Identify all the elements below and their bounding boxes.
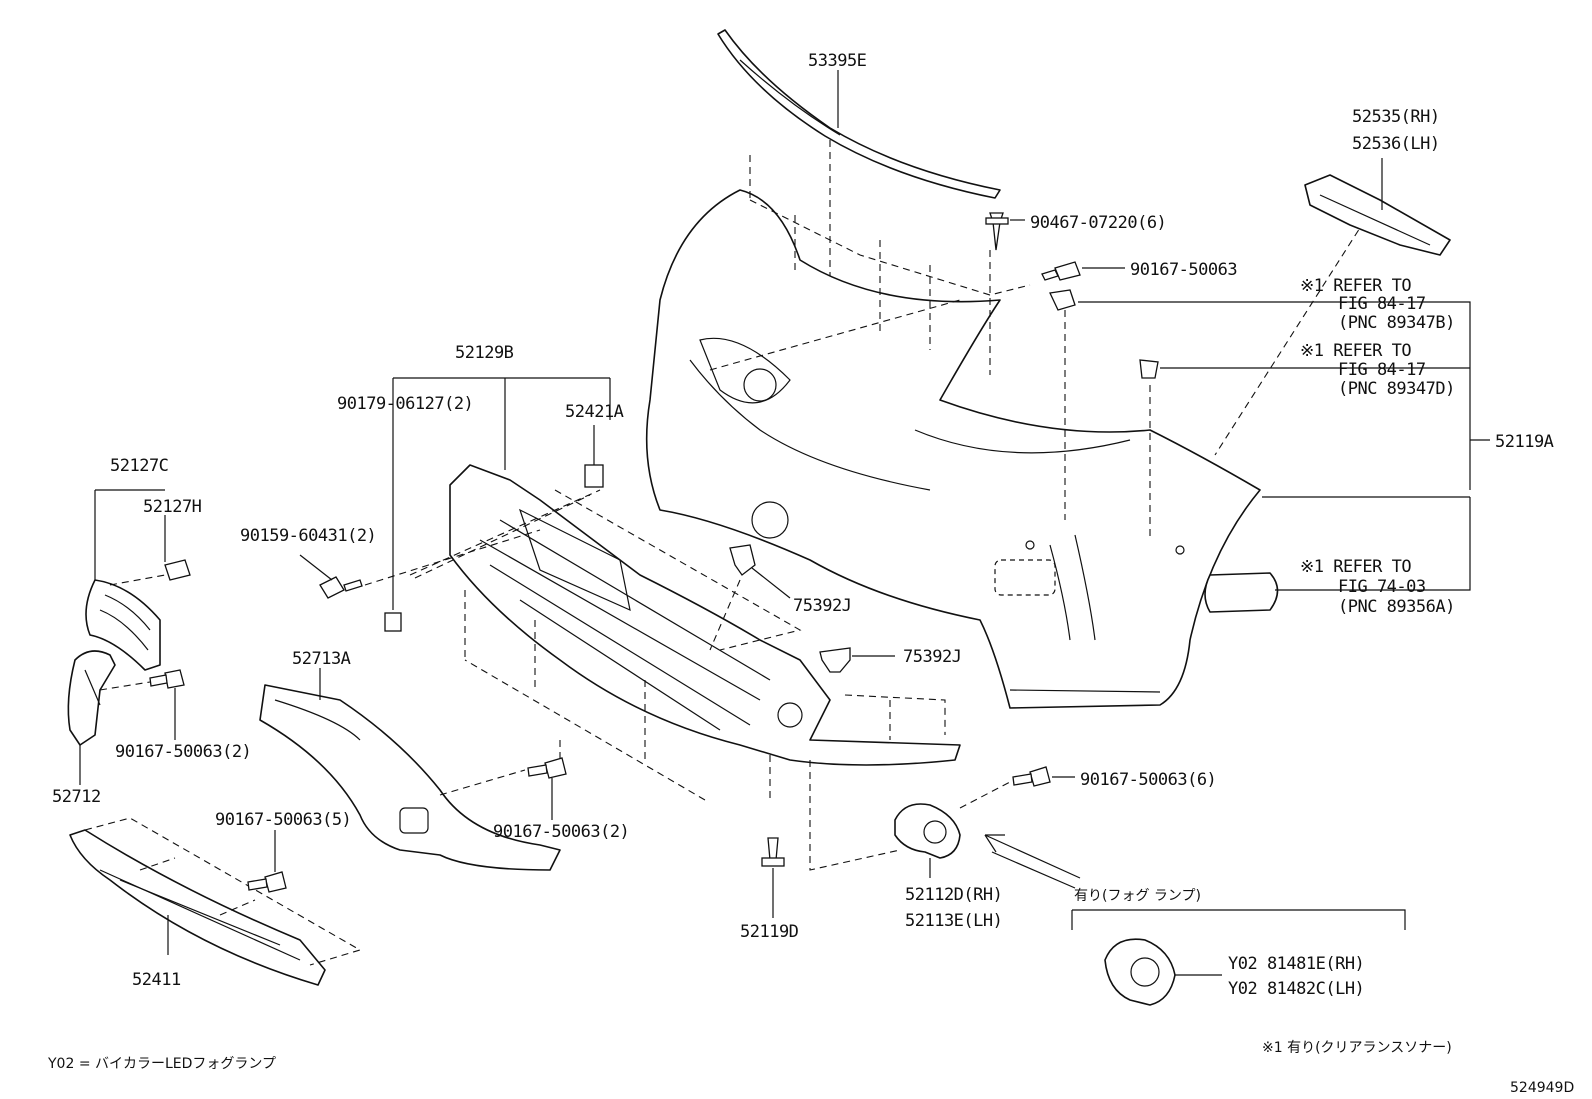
bolt-90167-left[interactable] [149,669,185,689]
fog-lamp-note: 有り(フォグ ランプ) [1074,888,1201,904]
label-75392J-2: 75392J [903,647,961,667]
label-52127H: 52127H [143,497,202,517]
side-bracket-52535-52536[interactable] [1304,174,1451,256]
ref1-line2: FIG 84-17 [1338,294,1426,314]
fog-lamp-81481E[interactable] [1104,938,1176,1006]
ref2-line2: FIG 84-17 [1338,360,1426,380]
lower-garnish-52713A[interactable] [259,684,561,871]
label-90167-5: 90167-50063(5) [215,810,351,830]
figure-code: 524949D [1510,1080,1574,1096]
bolt-90167-middle[interactable] [527,757,567,779]
clip-90467-07220[interactable] [985,212,1009,251]
lower-spoiler-52411[interactable] [69,829,326,986]
screw-90159-60431[interactable] [319,576,363,599]
label-52536: 52536(LH) [1352,134,1440,154]
label-52119A: 52119A [1495,432,1554,452]
label-52113E: 52113E(LH) [905,911,1002,931]
ref1-line1: ※1 REFER TO [1300,276,1411,296]
sensor-retainer-d[interactable] [1139,359,1159,379]
side-garnish-52127C[interactable] [85,579,161,671]
clip-52127H[interactable] [164,559,191,581]
clip-75392J-lower[interactable] [819,647,851,673]
ref3-line2: FIG 74-03 [1338,577,1426,597]
bumper-cover-52119A[interactable] [645,189,1261,709]
label-81481E: Y02 81481E(RH) [1228,954,1364,974]
legend-note1: ※1 有り(クリアランスソナー) [1262,1040,1452,1056]
label-52713A: 52713A [292,649,351,669]
label-90179: 90179-06127(2) [337,394,473,414]
ref3-line3: (PNC 89356A) [1338,597,1455,617]
label-90467: 90467-07220(6) [1030,213,1166,233]
label-52712: 52712 [52,787,101,807]
bolt-90167-top[interactable] [1041,261,1081,281]
label-53395E: 53395E [808,51,867,71]
label-52112D: 52112D(RH) [905,885,1002,905]
ref1-line3: (PNC 89347B) [1338,313,1455,333]
label-52535: 52535(RH) [1352,107,1440,127]
bracket-52712[interactable] [67,650,116,746]
ref3-line1: ※1 REFER TO [1300,557,1411,577]
legend-y02: Y02 = バイカラーLEDフォグランプ [47,1056,276,1072]
bolt-90167-spoiler[interactable] [247,871,287,893]
molding-strip-53395E[interactable] [717,29,1001,199]
label-52119D: 52119D [740,922,799,942]
label-90167-2b: 90167-50063(2) [493,822,629,842]
clip-52421A[interactable] [584,464,604,488]
fog-lamp-bracket-52112D[interactable] [894,803,961,859]
ref2-line1: ※1 REFER TO [1300,341,1411,361]
label-52129B: 52129B [455,343,514,363]
clip-75392J-upper[interactable] [729,544,756,576]
sensor-retainer-b[interactable] [1049,289,1076,311]
clip-90179-06127[interactable] [384,612,402,632]
ref2-line3: (PNC 89347D) [1338,379,1455,399]
screw-52119D[interactable] [761,837,785,867]
label-90159: 90159-60431(2) [240,526,376,546]
label-90167-6: 90167-50063(6) [1080,770,1216,790]
grille-52129B[interactable] [449,464,961,766]
label-81482C: Y02 81482C(LH) [1228,979,1364,999]
label-52127C: 52127C [110,456,168,476]
label-90167-top: 90167-50063 [1130,260,1237,280]
direction-arrow [984,834,1081,889]
label-75392J-1: 75392J [793,596,851,616]
bolt-90167-fog[interactable] [1012,766,1051,787]
label-90167-2a: 90167-50063(2) [115,742,251,762]
label-52411: 52411 [132,970,181,990]
sensor-cover-pad[interactable] [1204,572,1279,613]
label-52421A: 52421A [565,402,624,422]
